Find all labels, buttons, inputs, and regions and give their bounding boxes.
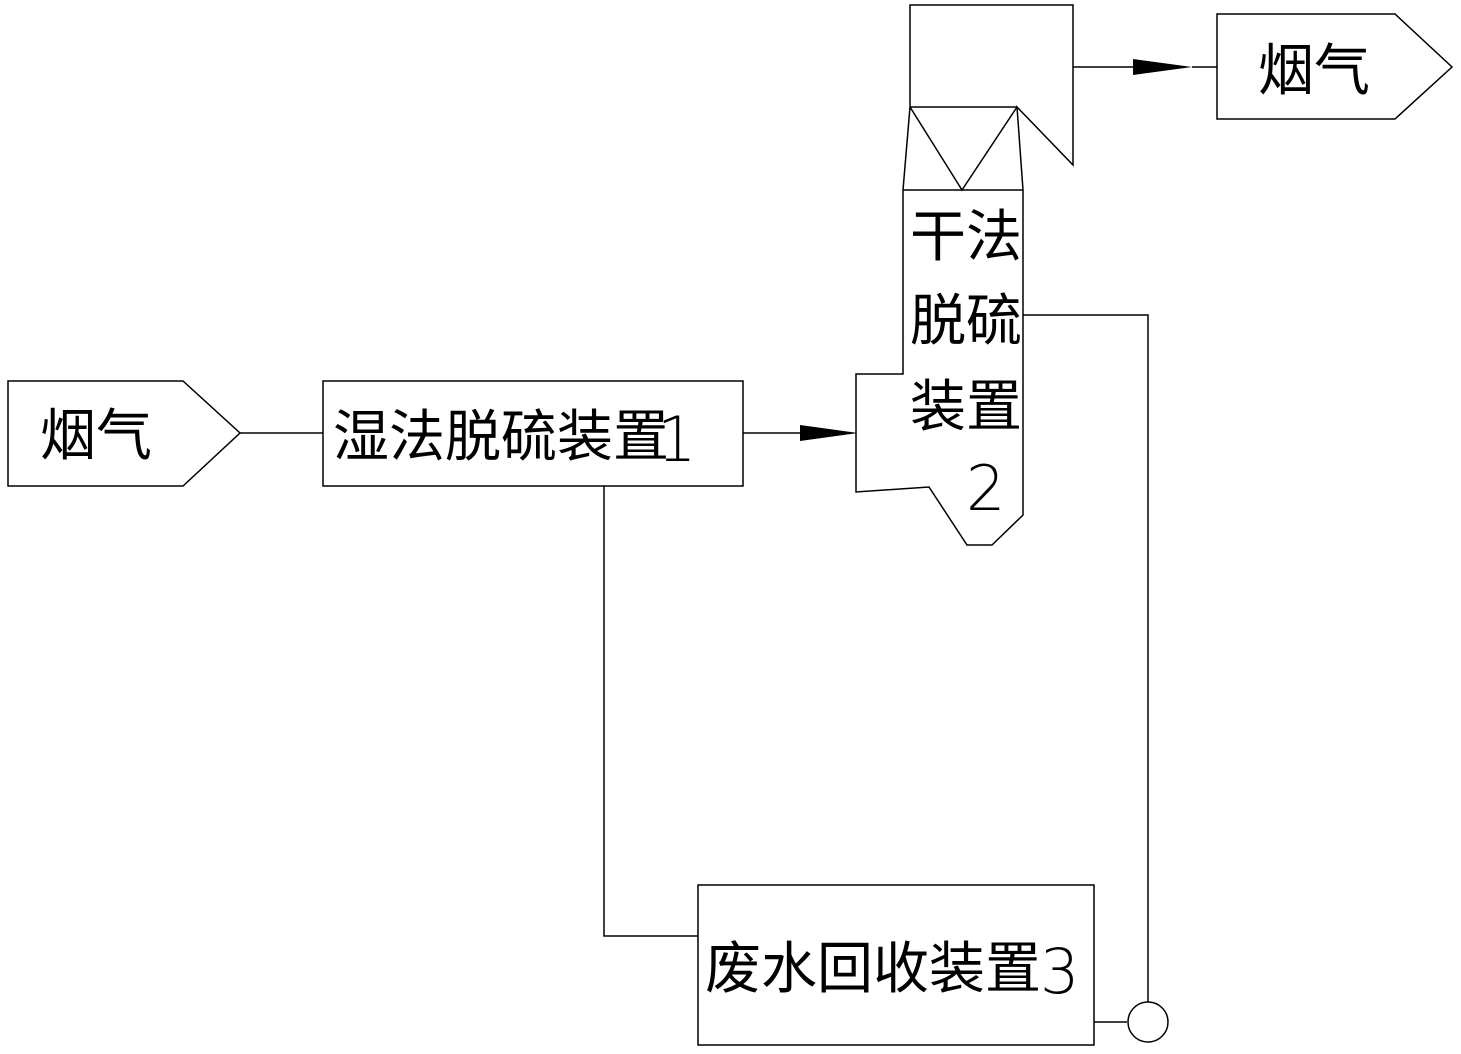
dry-unit-number: 2	[966, 452, 1005, 525]
wastewater-unit-number: 3	[1040, 935, 1079, 1008]
dry-to-outlet-arrowhead	[1133, 59, 1192, 75]
wet-unit-label: 湿法脱硫装置	[333, 405, 669, 470]
outlet-flue-gas-label: 烟气	[1258, 39, 1370, 104]
dry-unit-label-line-3: 装置	[910, 375, 1022, 440]
wastewater-recovery-unit: 废水回收装置 3	[697, 884, 1095, 1046]
outlet-flue-gas-shape	[1216, 13, 1454, 120]
wet-to-wastewater-connector	[603, 486, 698, 937]
wet-to-dry-arrowhead	[800, 425, 858, 441]
wet-unit-box	[322, 380, 744, 487]
outlet-flue-gas-node: 烟气	[1216, 13, 1454, 120]
dry-unit-label-line-1: 干法	[910, 205, 1022, 270]
pump-to-dry-connector	[1023, 314, 1149, 1002]
inlet-flue-gas-shape	[7, 380, 242, 487]
wastewater-unit-label: 废水回收装置	[705, 937, 1041, 1002]
dry-desulfurization-unit: 干法 脱硫 装置 2	[855, 4, 1074, 546]
inlet-flue-gas-node: 烟气	[7, 380, 242, 487]
wastewater-unit-box	[697, 884, 1095, 1046]
dry-unit-tower-shape	[855, 4, 1074, 546]
pump-icon	[1127, 1001, 1169, 1043]
dry-unit-label-line-2: 脱硫	[910, 289, 1022, 354]
inlet-flue-gas-label: 烟气	[40, 404, 152, 469]
wet-unit-number: 1	[657, 403, 696, 476]
wet-desulfurization-unit: 湿法脱硫装置 1	[322, 380, 744, 487]
